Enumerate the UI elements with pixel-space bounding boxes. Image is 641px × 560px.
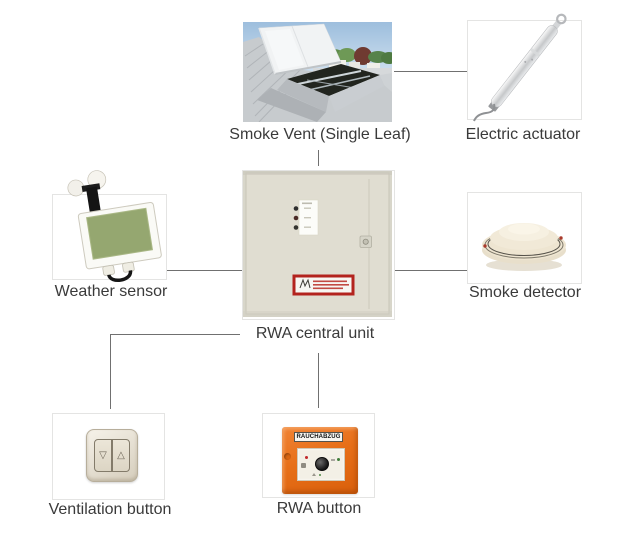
panel-mark-icon bbox=[331, 459, 335, 461]
smoke-vent-image bbox=[243, 22, 397, 123]
connector-vent-central bbox=[318, 150, 319, 166]
triangle-mark-icon bbox=[312, 473, 316, 476]
ventilation-button-label: Ventilation button bbox=[48, 501, 172, 518]
smoke-vent-photo-icon bbox=[243, 22, 397, 123]
connector-central-ventbutton-v bbox=[110, 334, 111, 409]
rwa-central-unit-label: RWA central unit bbox=[255, 325, 375, 342]
rwa-button-panel bbox=[297, 448, 345, 481]
connector-central-ventbutton-h bbox=[110, 334, 240, 335]
electric-actuator-image bbox=[467, 13, 582, 122]
electric-actuator-label: Electric actuator bbox=[465, 126, 581, 143]
connector-central-detector bbox=[393, 270, 467, 271]
rwa-seal-plug bbox=[284, 453, 291, 460]
electric-actuator-icon bbox=[473, 13, 567, 122]
small-green-dot-icon bbox=[319, 474, 321, 476]
up-triangle-icon: △ bbox=[117, 450, 125, 461]
vent-open-button[interactable]: △ bbox=[112, 439, 130, 472]
rwa-button-label: RWA button bbox=[276, 500, 362, 517]
smoke-vent-label: Smoke Vent (Single Leaf) bbox=[229, 126, 411, 143]
weather-sensor-icon bbox=[67, 170, 162, 282]
connector-vent-actuator bbox=[394, 71, 467, 72]
key-symbol-icon bbox=[301, 463, 306, 468]
smoke-detector-image bbox=[467, 192, 582, 284]
weather-sensor-image bbox=[52, 170, 167, 282]
rwa-press-button[interactable] bbox=[315, 457, 329, 471]
weather-sensor-label: Weather sensor bbox=[54, 283, 168, 300]
smoke-detector-label: Smoke detector bbox=[468, 284, 582, 301]
ventilation-switch[interactable]: ▽ △ bbox=[86, 429, 138, 482]
smoke-detector-icon bbox=[482, 223, 566, 271]
connector-weather-central bbox=[166, 270, 242, 271]
ventilation-rocker: ▽ △ bbox=[94, 439, 130, 472]
rwa-button-image: RAUCHABZUG bbox=[262, 413, 375, 498]
rwa-central-unit-image bbox=[242, 170, 395, 320]
connector-central-rwabutton bbox=[318, 353, 319, 408]
rwa-emergency-button[interactable]: RAUCHABZUG bbox=[282, 427, 358, 494]
vent-close-button[interactable]: ▽ bbox=[94, 439, 112, 472]
green-led-icon bbox=[337, 458, 340, 461]
ventilation-button-image: ▽ △ bbox=[52, 413, 165, 500]
down-triangle-icon: ▽ bbox=[99, 450, 107, 461]
rwa-central-unit-icon bbox=[243, 171, 392, 317]
red-led-icon bbox=[305, 456, 308, 459]
rauchabzug-label: RAUCHABZUG bbox=[294, 432, 343, 442]
